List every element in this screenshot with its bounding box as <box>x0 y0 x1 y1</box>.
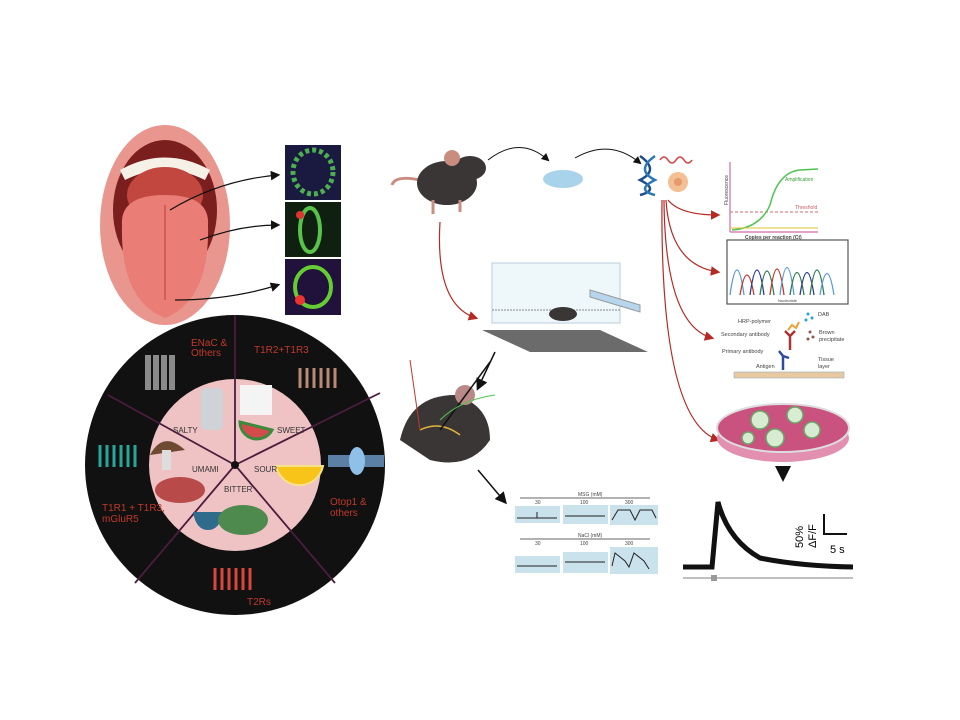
ihc-antigen-label: Antigen <box>756 364 775 370</box>
qpcr-threshold-label: Threshold <box>795 205 817 211</box>
t1r1-t1r3-receptor-icon <box>98 445 137 467</box>
mouse-illustration <box>390 150 486 214</box>
amplification-curve <box>731 168 819 231</box>
brown-precipitate-icon <box>806 330 815 341</box>
scale-y-unit: ΔF/F <box>807 524 819 548</box>
sugar-cubes-icon <box>240 385 272 415</box>
sanger-xlabel: Nucleotide <box>778 298 798 303</box>
qpcr-chart: Fluorescence Copies per reaction (Ct) Am… <box>724 162 819 241</box>
arrow-tongue-to-micrograph-2 <box>199 220 281 241</box>
receptor-salty-line1: ENaC & <box>191 338 227 349</box>
arrow-tongue-to-micrograph-1 <box>169 170 281 211</box>
watermelon-icon <box>238 420 275 441</box>
tongue-micrographs <box>285 145 341 315</box>
receptor-bitter: T2Rs <box>247 597 271 608</box>
lick-spout-icon <box>589 289 641 313</box>
enac-channel-icon <box>145 355 175 390</box>
arrow-recording-to-traces <box>477 469 507 505</box>
tea-bowl-icon <box>193 512 223 530</box>
taste-salty: SALTY <box>173 426 198 435</box>
petri-dish-culture <box>716 403 850 462</box>
rna-icon <box>659 156 693 164</box>
arrow-tissue-to-dna <box>574 148 642 165</box>
msg-conc-300: 300 <box>625 500 634 506</box>
taste-wheel: SALTY SWEET UMAMI SOUR BITTER ENaC & Oth… <box>85 315 385 615</box>
sanger-chromatogram: Nucleotide <box>726 239 849 305</box>
ihc-tissue-label-2: layer <box>818 364 830 370</box>
receptor-sour-line1: Otop1 & <box>330 497 367 508</box>
nacl-conc-30: 30 <box>535 541 541 547</box>
calcium-imaging-trace: 50% ΔF/F 5 s <box>683 501 854 581</box>
t1r2-t1r3-receptor-icon <box>298 368 337 388</box>
taste-sour: SOUR <box>254 465 277 474</box>
tissue-layer <box>733 371 845 379</box>
scale-bar <box>823 514 847 535</box>
nacl-conc-100: 100 <box>580 541 589 547</box>
msg-conc-30: 30 <box>535 500 541 506</box>
dab-dots-icon <box>804 312 814 322</box>
scale-y-label: 50% <box>794 526 806 548</box>
lemon-icon <box>274 465 325 487</box>
scale-x-label: 5 s <box>830 544 845 556</box>
taste-umami: UMAMI <box>192 465 219 474</box>
arrow-tongue-to-micrograph-3 <box>174 282 281 301</box>
arrow-to-culture <box>661 199 721 443</box>
stimulus-marker <box>711 575 717 581</box>
arrow-to-sanger <box>665 199 721 276</box>
ihc-primary-label: Primary antibody <box>722 349 764 355</box>
msg-conc-100: 100 <box>580 500 589 506</box>
ihc-brown-label-2: precipitate <box>819 337 844 343</box>
tissue-sample-icon <box>543 170 583 188</box>
secondary-antibody-icon <box>784 330 796 350</box>
open-mouth-illustration <box>100 125 230 325</box>
mushroom-icon <box>150 441 185 455</box>
primary-antibody-icon <box>778 350 790 370</box>
electrode-1 <box>409 359 421 431</box>
hrp-polymer-icon <box>787 321 800 331</box>
calcium-response-curve <box>683 501 854 570</box>
nerve-recording-traces: MSG (mM) 30 100 300 NaCl (mM) 30 100 300 <box>515 492 658 574</box>
receptor-sweet: T1R2+T1R3 <box>254 345 309 356</box>
ihc-brown-label-1: Brown <box>819 330 835 336</box>
arrow-mouse-to-cage <box>438 221 479 321</box>
nerve-recording-mouse <box>400 359 496 463</box>
ihc-tissue-label-1: Tissue <box>818 357 834 363</box>
arrow-to-qpcr <box>667 199 721 220</box>
arrow-to-ihc <box>663 199 715 341</box>
bitter-greens-icon <box>218 505 268 535</box>
ihc-dab-label: DAB <box>818 312 830 318</box>
nacl-conc-300: 300 <box>625 541 634 547</box>
receptor-salty-line2: Others <box>191 348 221 359</box>
ihc-hrp-label: HRP-polymer <box>738 319 771 325</box>
behavior-cage-illustration <box>482 262 648 352</box>
qpcr-xlabel: Copies per reaction (Ct) <box>745 235 802 241</box>
arrow-cage-to-recording <box>476 351 496 391</box>
dna-icon <box>637 154 658 197</box>
receptor-umami-line2: mGluR5 <box>102 514 139 525</box>
t2r-receptor-icon <box>213 568 252 590</box>
ihc-secondary-label: Secondary antibody <box>721 332 770 338</box>
ihc-schematic: HRP-polymer DAB Secondary antibody Brown… <box>721 312 845 379</box>
nacl-title: NaCl (mM) <box>578 533 602 539</box>
qpcr-amplification-label: Amplification <box>785 177 814 183</box>
otop1-channel-icon <box>328 447 384 475</box>
qpcr-ylabel: Fluorescence <box>724 175 730 205</box>
receptor-umami-line1: T1R1 + T1R3, <box>102 503 165 514</box>
electrode-2 <box>439 361 491 431</box>
taste-bitter: BITTER <box>224 485 253 494</box>
steak-icon <box>155 477 205 503</box>
salt-shaker-icon <box>201 388 223 430</box>
taste-sweet: SWEET <box>277 426 306 435</box>
arrow-mouse-to-tissue <box>487 147 550 162</box>
msg-title: MSG (mM) <box>578 492 603 498</box>
receptor-sour-line2: others <box>330 508 358 519</box>
